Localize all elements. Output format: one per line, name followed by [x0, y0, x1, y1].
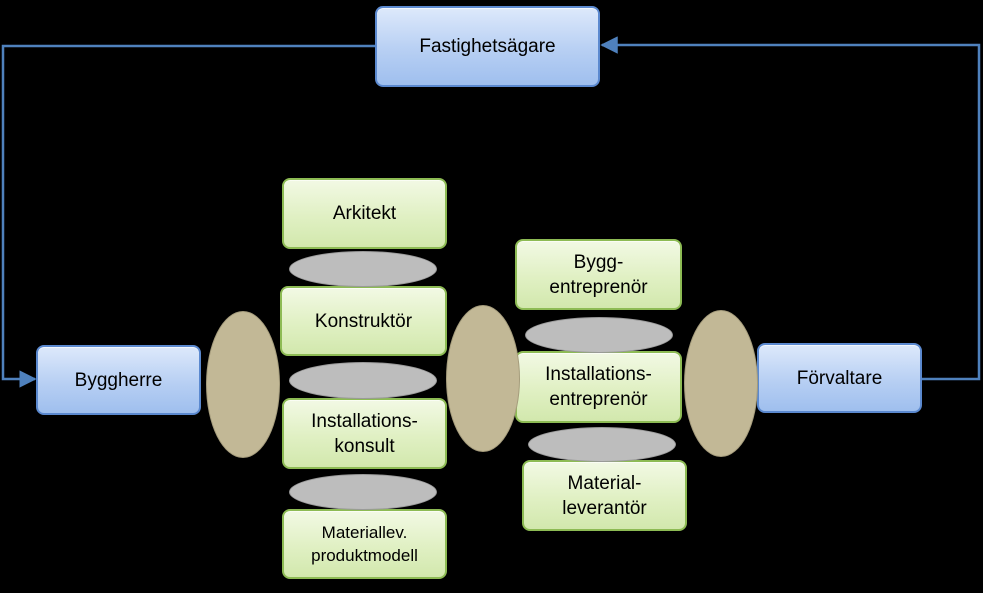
- connector-fastighetsagare-to-byggherre: [1, 44, 376, 388]
- connector-forvaltare-to-fastighetsagare: [600, 36, 981, 381]
- connector-ellipse-installationskonsult-materiallev: [289, 474, 437, 510]
- fastighetsagare-box[interactable]: Fastighetsägare: [375, 6, 600, 87]
- interface-ellipse-byggherre-konsulter: [206, 311, 280, 458]
- materiallev-produktmodell-box[interactable]: Materiallev. produktmodell: [282, 509, 447, 579]
- byggentreprenor-label: Bygg- entreprenör: [549, 251, 648, 298]
- installationsentreprenor-box[interactable]: Installations- entreprenör: [515, 351, 682, 423]
- byggherre-label: Byggherre: [74, 369, 163, 391]
- byggentreprenor-box[interactable]: Bygg- entreprenör: [515, 239, 682, 310]
- connector-ellipse-konstruktor-installationskonsult: [289, 362, 437, 399]
- forvaltare-box[interactable]: Förvaltare: [757, 343, 922, 413]
- connector-ellipse-arkitekt-konstruktor: [289, 251, 437, 287]
- arkitekt-box[interactable]: Arkitekt: [282, 178, 447, 249]
- materialleverantor-box[interactable]: Material- leverantör: [522, 460, 687, 531]
- installationsentreprenor-label: Installations- entreprenör: [545, 364, 652, 410]
- interface-ellipse-entreprenorer-forvaltare: [684, 310, 758, 457]
- installationskonsult-box[interactable]: Installations- konsult: [282, 398, 447, 469]
- arkitekt-label: Arkitekt: [332, 203, 397, 224]
- materialleverantor-label: Material- leverantör: [562, 472, 647, 519]
- installationskonsult-label: Installations- konsult: [311, 410, 418, 457]
- connector-ellipse-installationsentreprenor-materialleverantor: [528, 427, 676, 462]
- materiallev-produktmodell-label: Materiallev. produktmodell: [311, 523, 418, 565]
- byggherre-box[interactable]: Byggherre: [36, 345, 201, 415]
- konstruktor-box[interactable]: Konstruktör: [280, 286, 447, 356]
- forvaltare-label: Förvaltare: [796, 367, 883, 389]
- connector-ellipse-byggentreprenor-installationsentreprenor: [525, 317, 673, 353]
- konstruktor-label: Konstruktör: [314, 310, 413, 332]
- interface-ellipse-konsulter-entreprenorer: [446, 305, 520, 452]
- fastighetsagare-label: Fastighetsägare: [419, 36, 556, 57]
